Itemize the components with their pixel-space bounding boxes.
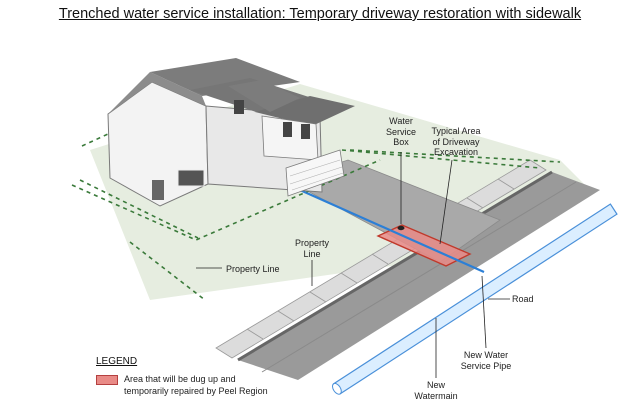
house [107,58,355,207]
legend-heading: LEGEND [96,356,138,367]
label-property-line-left: Property Line [226,264,280,274]
label-new-watermain: New Watermain [414,380,458,401]
curb [237,170,553,362]
diagram-title: Trenched water service installation: Tem… [58,6,582,22]
label-new-water-service-pipe: New Water Service Pipe [460,350,512,371]
service-pipe [299,188,485,274]
label-property-line-center: Property Line [294,238,329,259]
water-service-box [397,225,405,231]
legend-item-text: Area that will be dug up and temporarily… [124,374,268,396]
legend-item: Area that will be dug up and temporarily… [96,373,336,397]
leader-lines [196,152,510,378]
watermain [332,203,618,395]
road [238,172,600,380]
legend-swatch [96,375,118,385]
road-edge [261,181,577,373]
label-typical-area: Typical Area of Driveway Excavation [431,126,481,157]
label-water-service-box: Water Service Box [385,116,416,147]
legend: LEGEND Area that will be dug up and temp… [96,356,336,397]
label-road: Road [512,294,534,304]
